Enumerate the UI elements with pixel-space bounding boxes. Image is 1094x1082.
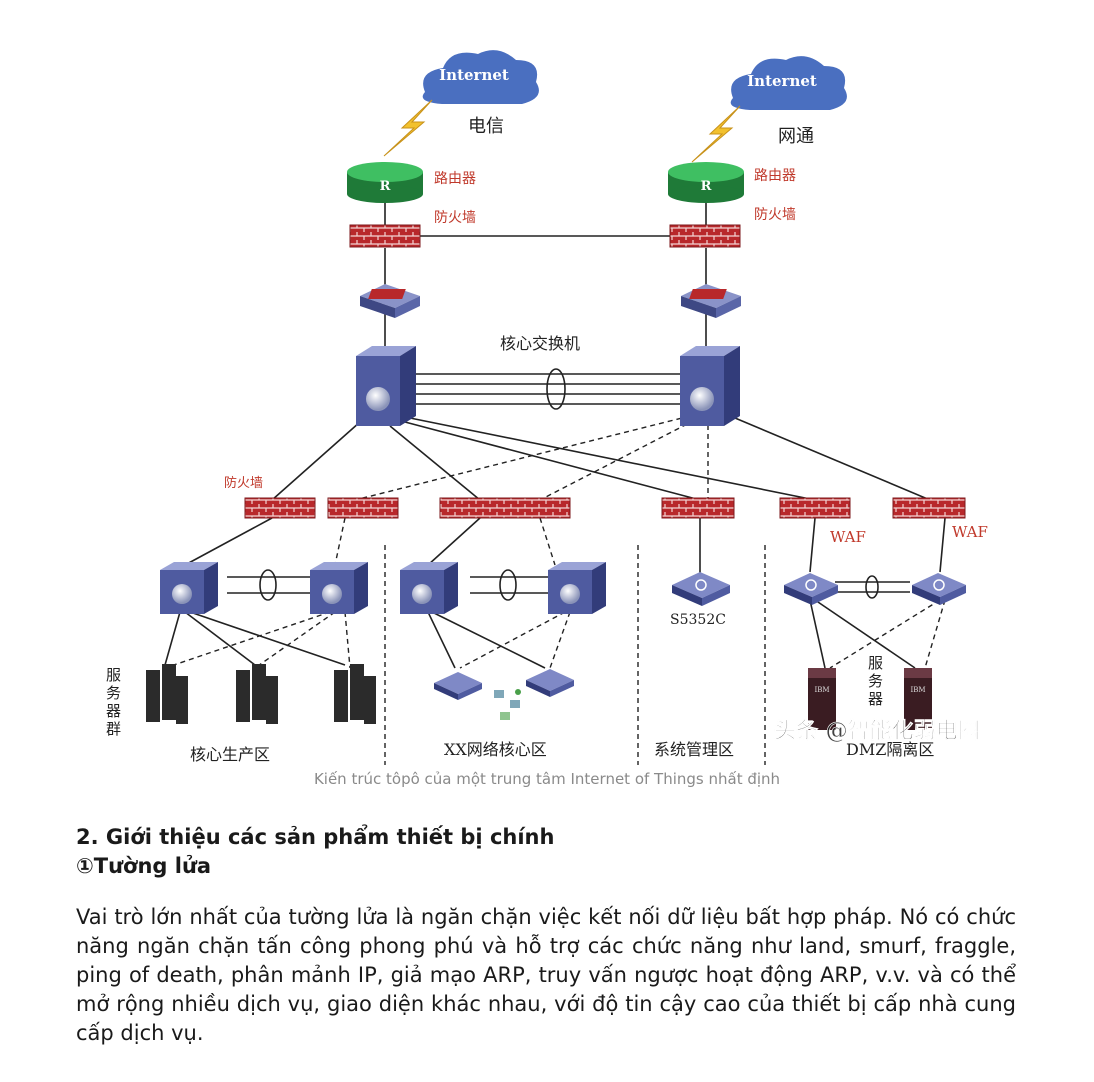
firewall-icon [327,497,399,519]
firewall-icon [661,497,735,519]
router-small-icon [526,669,574,697]
access-switch-icon [400,562,458,614]
firewall-label: 防火墙 [754,207,796,223]
zone-firewall-label: 防火墙 [224,475,263,491]
firewall-icon [349,224,421,248]
router-icon: R [668,162,744,203]
ibm-server-icon: IBM [904,668,932,730]
watermark: 头条 @智能化弱电圈 [774,718,980,744]
section-heading: 2. Giới thiệu các sản phẩm thiết bị chín… [76,825,555,849]
access-switch-icon [160,562,218,614]
figure-caption: Kiến trúc tôpô của một trung tâm Interne… [313,770,781,788]
dmz-server-label: 服务器 [868,654,883,708]
cloud-label: Internet [747,72,817,90]
security-gateway-icon [681,284,741,318]
subheading-firewall: ①Tường lửa [76,854,212,878]
link-bundle [499,569,517,601]
zone-label-system-management: 系统管理区 [654,740,734,759]
access-switch-icon [310,562,368,614]
dmz-switch-icon [784,573,838,605]
core-link-bundle [546,368,566,410]
lightning-icon [383,99,433,157]
ibm-server-icon: IBM [808,668,836,730]
connection-lines [164,190,946,669]
link-bundle [865,575,879,599]
svg-text:IBM: IBM [814,686,829,694]
dmz-switch-icon [912,573,966,605]
server-group-label: 服务器群 [106,666,121,738]
standby-lines [164,415,946,765]
svg-text:IBM: IBM [910,686,925,694]
svg-text:R: R [380,179,391,194]
waf-label: WAF [952,523,988,541]
svg-text:R: R [701,179,712,194]
body-paragraph: Vai trò lớn nhất của tường lửa là ngăn c… [76,905,1016,1045]
firewall-icon [244,497,316,519]
link-bundle [259,569,277,601]
server-rack-icon [236,664,278,724]
switch-s5352c-icon [672,572,730,606]
router-label: 路由器 [434,171,476,187]
server-rack-icon [146,664,188,724]
network-cluster-icon [494,689,521,720]
isp-label: 网通 [778,126,814,147]
access-switch-icon [548,562,606,614]
server-rack-icon [334,664,376,724]
router-icon: R [347,162,423,203]
firewall-icon [669,224,741,248]
network-topology-diagram: Internet Internet 电信 网通 R R 路由器 路由器 防火墙 … [106,50,988,765]
zone-label-core-production: 核心生产区 [190,745,270,764]
zone-label-network-core: XX网络核心区 [444,740,547,759]
router-label: 路由器 [754,168,796,184]
security-gateway-icon [360,284,420,318]
lightning-icon [691,105,741,163]
firewall-icon [439,497,571,519]
firewall-label: 防火墙 [434,210,476,226]
firewall-icon [779,497,851,519]
core-switch-icon [356,346,416,426]
zone-label-dmz: DMZ隔离区 [846,740,934,759]
cloud-label: Internet [439,66,509,84]
switch-model-label: S5352C [670,612,726,628]
waf-label: WAF [830,528,866,546]
router-small-icon [434,672,482,700]
internet-cloud-right: Internet [730,56,847,110]
core-switch-icon [680,346,740,426]
core-switch-label: 核心交换机 [500,334,580,353]
isp-label: 电信 [468,116,504,137]
internet-cloud-left: Internet [422,50,539,104]
firewall-icon [892,497,966,519]
